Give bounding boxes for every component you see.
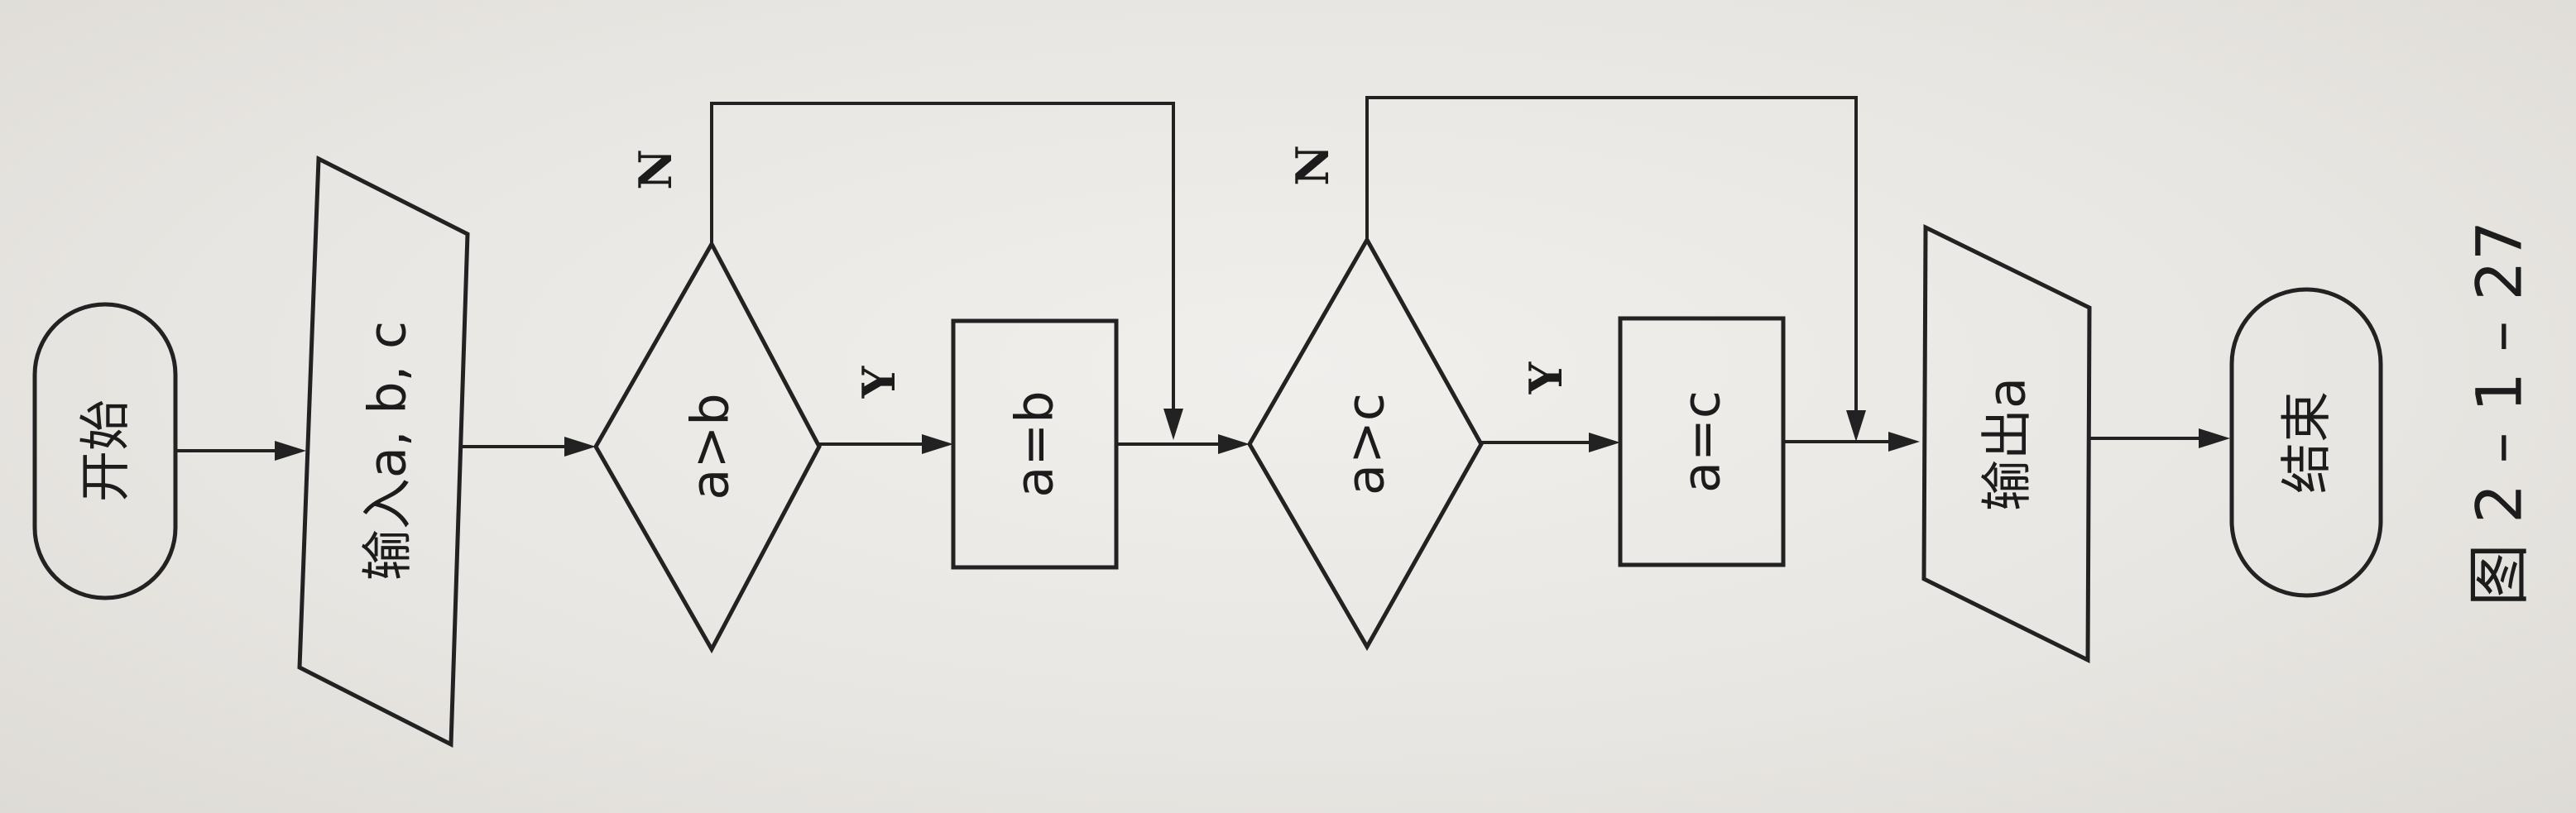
decision-2-no-path [1365, 96, 1858, 415]
arrowhead-input [275, 441, 306, 461]
figure-caption: 图 2 – 1 – 27 [2463, 221, 2536, 606]
start-label: 开始 [75, 399, 136, 502]
decision-node-2 [1247, 235, 1484, 652]
input-label: 输入a, b, c [357, 321, 418, 581]
decision-node-1 [593, 239, 822, 654]
arrowhead-output [1888, 432, 1920, 452]
input-node [297, 155, 470, 748]
arrowhead-cond2 [1218, 434, 1250, 454]
decision-1-yes-label: Y [852, 365, 905, 399]
process-1-label: a=b [1005, 390, 1065, 497]
output-node [1921, 224, 2092, 664]
output-label: 输出a [1977, 377, 2037, 511]
decision-1-no-path [710, 102, 1175, 414]
arrowhead-merge-2 [1846, 410, 1866, 442]
decision-1-no-label: N [629, 149, 682, 189]
decision-2-yes-label: Y [1519, 361, 1572, 395]
arrowhead-assign2 [1589, 433, 1620, 452]
decision-2-no-label: N [1286, 145, 1339, 185]
arrowhead-assign1 [922, 434, 953, 454]
decision-1-label: a>b [680, 393, 741, 500]
process-2-label: a=c [1672, 390, 1732, 493]
arrowhead-merge-1 [1163, 409, 1183, 440]
end-label: 结束 [2276, 391, 2337, 494]
arrowhead-cond1 [564, 437, 596, 457]
end-node [2229, 287, 2383, 598]
arrowhead-end [2199, 428, 2230, 448]
decision-2-label: a>c [1336, 393, 1396, 495]
